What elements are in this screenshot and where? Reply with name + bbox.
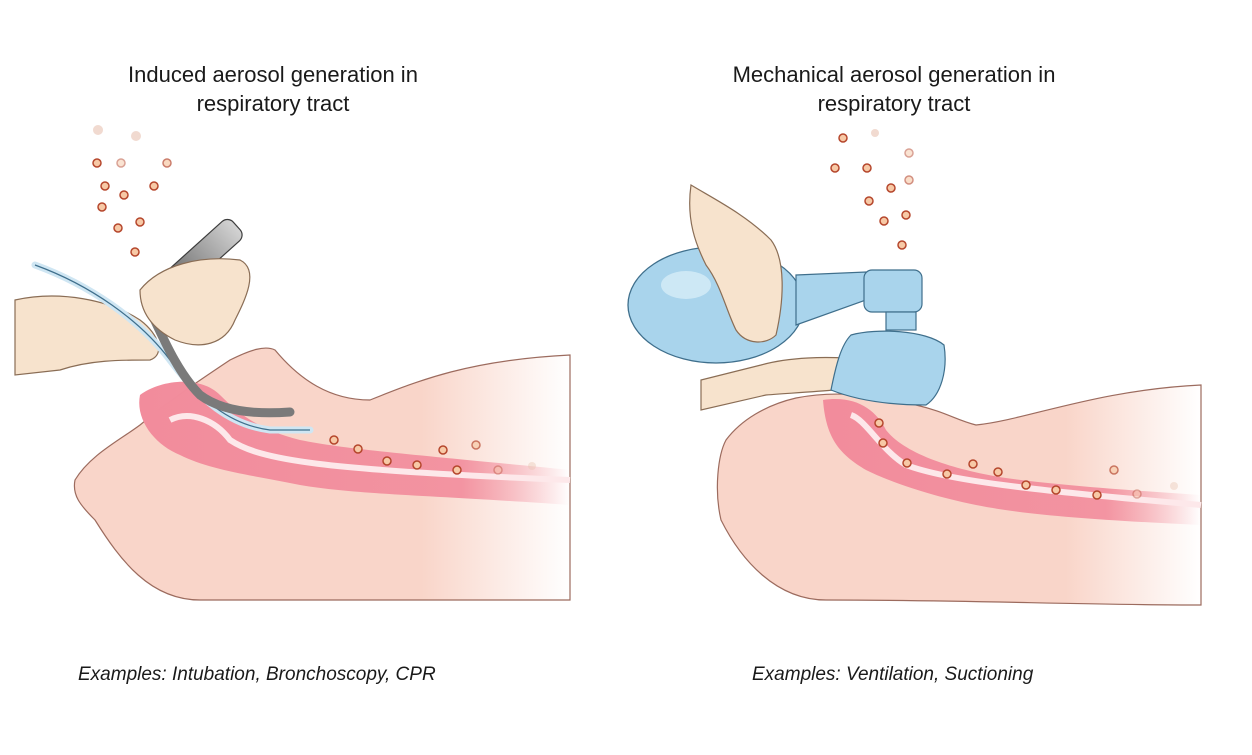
examples-caption: Examples: Intubation, Bronchoscopy, CPR (78, 664, 436, 685)
face-mask (830, 330, 946, 406)
panel-title: Mechanical aerosol generation in respira… (581, 60, 1207, 118)
squeezing-hand (689, 184, 783, 343)
aerosol-particle (452, 465, 462, 475)
aerosol-particle (438, 445, 448, 455)
aerosol-particle (874, 418, 884, 428)
intubation-illustration (14, 218, 571, 601)
aerosol-particle (412, 460, 422, 470)
aerosol-particle (993, 467, 1003, 477)
aerosol-particle (113, 223, 123, 233)
aerosol-particle (901, 210, 911, 220)
aerosol-particle (528, 462, 536, 470)
aerosol-particle (493, 465, 503, 475)
aerosol-particle (879, 216, 889, 226)
ventilation-illustration (627, 184, 1202, 606)
aerosol-particle (1170, 482, 1178, 490)
aerosol-particle (382, 456, 392, 466)
panel-title-line1: Induced aerosol generation in (128, 62, 418, 87)
panel-title-line1: Mechanical aerosol generation in (732, 62, 1056, 87)
aerosol-particle (1021, 480, 1031, 490)
aerosol-particle (830, 163, 840, 173)
aerosol-particle (162, 158, 172, 168)
aerosol-particle (92, 158, 102, 168)
aerosol-particles-right (830, 129, 1178, 500)
valve-connector (885, 311, 917, 331)
aerosol-particle (100, 181, 110, 191)
aerosol-particle (904, 175, 914, 185)
aerosol-particle (1051, 485, 1061, 495)
aerosol-particle (968, 459, 978, 469)
right-hand (139, 258, 251, 346)
aerosol-particle (864, 196, 874, 206)
panel-title-line2: respiratory tract (196, 91, 350, 116)
aerosol-particle (353, 444, 363, 454)
airway-wall (168, 413, 571, 483)
aerosol-particle (135, 217, 145, 227)
aerosol-particle (119, 190, 129, 200)
panel-induced-aerosol: Induced aerosol generation in respirator… (0, 60, 586, 685)
panel-mechanical-aerosol: Mechanical aerosol generation in respira… (626, 0, 1252, 755)
aerosol-particle (886, 183, 896, 193)
aerosol-particles-left (92, 125, 536, 475)
aerosol-particle (471, 440, 481, 450)
aerosol-particle (116, 158, 126, 168)
aerosol-particle (871, 129, 879, 137)
aerosol-particle (904, 148, 914, 158)
aerosol-particle (97, 202, 107, 212)
aerosol-particle (149, 181, 159, 191)
panel-title: Induced aerosol generation in respirator… (0, 60, 586, 118)
panel-title-line2: respiratory tract (817, 91, 971, 116)
aerosol-particle (862, 163, 872, 173)
aerosol-particle (942, 469, 952, 479)
aerosol-particle (1132, 489, 1142, 499)
aerosol-particle (897, 240, 907, 250)
aerosol-particle (902, 458, 912, 468)
aerosol-particle (1092, 490, 1102, 500)
aerosol-particle (130, 247, 140, 257)
aerosol-particle (838, 133, 848, 143)
aerosol-particle (878, 438, 888, 448)
examples-caption: Examples: Ventilation, Suctioning (752, 664, 1034, 685)
aerosol-particle (93, 125, 103, 135)
aerosol-particle (1109, 465, 1119, 475)
aerosol-particle (329, 435, 339, 445)
aerosol-particle (131, 131, 141, 141)
